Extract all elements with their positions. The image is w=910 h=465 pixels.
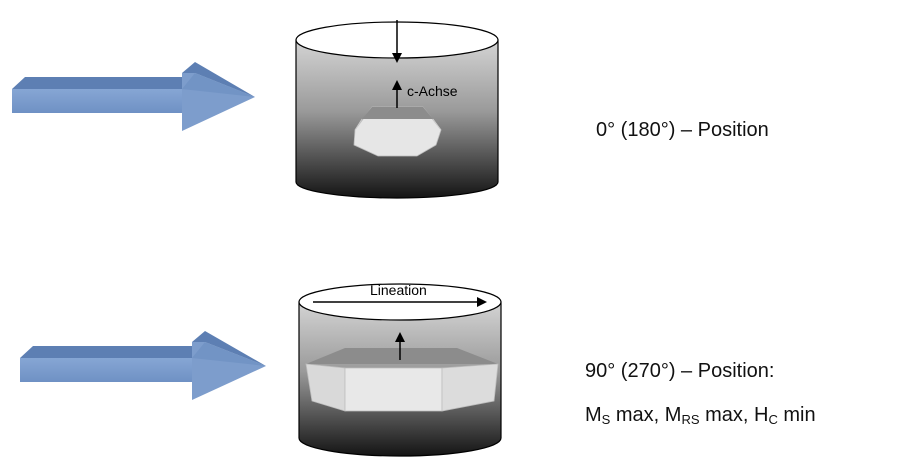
- cylinder-top: c-Achse: [295, 20, 499, 199]
- lineation-label: Lineation: [370, 282, 427, 298]
- caption-bottom-properties: MS max, MRS max, HC min: [585, 403, 816, 427]
- top-scene: c-Achse: [12, 20, 499, 199]
- arrow-head-top: [182, 62, 255, 97]
- c-axis-label: c-Achse: [407, 83, 458, 99]
- incoming-arrow-top: [12, 62, 255, 131]
- crystal-bottom-face-mid: [344, 367, 443, 412]
- mrs-subscript: RS: [681, 412, 700, 427]
- mrs-symbol: M: [664, 404, 682, 426]
- hc-value: min: [777, 404, 816, 426]
- ms-symbol: M: [585, 404, 602, 426]
- ms-subscript: S: [601, 412, 611, 427]
- crystal-top-cap: [362, 107, 433, 119]
- arrow-shaft: [12, 89, 182, 113]
- arrow-head-side: [192, 342, 266, 366]
- arrow-shaft: [20, 358, 192, 382]
- arrow-head-top: [192, 331, 266, 366]
- caption-bottom-position: 90° (270°) – Position:: [585, 360, 775, 382]
- bottom-scene: Lineation: [20, 282, 502, 457]
- cylinder-bottom: Lineation: [298, 282, 502, 457]
- ms-value: max,: [610, 404, 665, 426]
- arrow-top-face-upper: [12, 77, 195, 89]
- crystal-bottom-cap: [306, 348, 498, 364]
- hc-subscript: C: [768, 412, 778, 427]
- hc-symbol: H: [753, 404, 769, 426]
- arrow-top-face-upper: [20, 346, 205, 358]
- incoming-arrow-bottom: [20, 331, 266, 400]
- crystal-bottom-face-right: [441, 363, 499, 412]
- caption-top-position: 0° (180°) – Position: [596, 119, 769, 141]
- mrs-value: max,: [699, 404, 754, 426]
- arrow-head-side: [182, 73, 255, 97]
- crystal-bottom: [305, 348, 499, 412]
- crystal-top: [353, 106, 442, 157]
